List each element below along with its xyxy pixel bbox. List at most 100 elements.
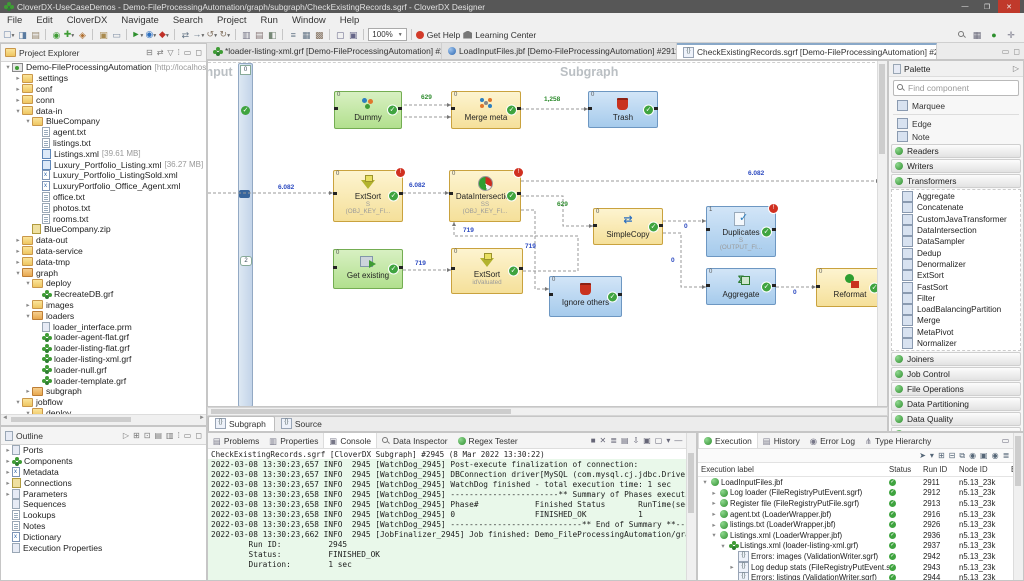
tree-expand-icon[interactable]: ▸ (26, 388, 30, 396)
outline-item[interactable]: Lookups (1, 510, 206, 521)
palette-item-extsort[interactable]: ExtSort (892, 270, 1020, 282)
fit-icon[interactable]: ▣ (349, 29, 358, 40)
project-explorer-item[interactable]: loader-listing-flat.grf (1, 343, 206, 354)
connect-icon[interactable]: ⇄ (181, 29, 190, 40)
project-explorer-item[interactable]: ▸data-service (1, 246, 206, 257)
tree-expand-icon[interactable]: ▸ (16, 85, 20, 93)
tree-expand-icon[interactable]: ▾ (6, 64, 10, 72)
view-tab-type-hierarchy[interactable]: ⋔Type Hierarchy (860, 433, 936, 448)
palette-item-aggregate[interactable]: Aggregate (892, 191, 1020, 203)
graph-canvas[interactable]: InputSubgraph0✓26.0826.0826291,2586.0826… (207, 60, 888, 407)
execution-row[interactable]: ▾Listings.xml (loader-listing-xml.grf)✓2… (698, 541, 1023, 552)
panel-toolbar-icon[interactable]: ⊞ (133, 431, 140, 440)
distribute-icon[interactable]: ▦ (302, 29, 311, 40)
project-explorer-item[interactable]: ▾data-in (1, 105, 206, 116)
tree-expand-icon[interactable]: ▾ (26, 280, 30, 288)
scroll-thumb[interactable] (211, 409, 511, 414)
tree-expand-icon[interactable]: ▾ (26, 409, 30, 416)
outline-item[interactable]: Execution Properties (1, 542, 206, 553)
palette-search-input[interactable]: Find component (893, 80, 1019, 96)
execution-row[interactable]: {}Errors: listings (ValidationWriter.sgr… (698, 572, 1023, 580)
scroll-thumb[interactable] (1015, 436, 1021, 486)
redo-icon[interactable]: ↻▼ (219, 28, 232, 39)
tree-expand-icon[interactable]: ▾ (16, 269, 20, 277)
new-clover-icon[interactable]: ✚▼ (63, 28, 76, 39)
outline-item[interactable]: Dictionary (1, 531, 206, 542)
project-explorer-item[interactable]: Luxury_Portfolio_Listing.xml[36.27 MB] (1, 159, 206, 170)
tree-expand-icon[interactable]: ▸ (6, 447, 10, 455)
layout-icon[interactable]: ▢ (336, 29, 345, 40)
project-explorer-item[interactable]: ▾Demo-FileProcessingAutomation[http://lo… (1, 62, 206, 73)
tree-expand-icon[interactable]: ▸ (16, 247, 20, 255)
menu-project[interactable]: Project (216, 14, 247, 26)
palette-item-filter[interactable]: Filter (892, 292, 1020, 304)
tree-expand-icon[interactable]: ▾ (721, 542, 725, 550)
panel-toolbar-icon[interactable]: ▭ (183, 431, 192, 440)
execution-vscrollbar[interactable] (1013, 433, 1023, 580)
tree-expand-icon[interactable]: ▸ (6, 458, 10, 466)
undo-icon[interactable]: ↺▼ (206, 28, 219, 39)
execution-toolbar-icon[interactable]: ◉ (969, 451, 977, 460)
column-header[interactable]: Execution label (701, 465, 754, 474)
palette-tool-edge[interactable]: Edge (889, 117, 1023, 130)
tree-expand-icon[interactable]: ▾ (16, 107, 20, 115)
outline-item[interactable]: ▸Components (1, 456, 206, 467)
maximize-button[interactable]: ❐ (983, 3, 991, 11)
canvas-hscrollbar[interactable] (207, 407, 888, 416)
execution-toolbar-icon[interactable]: ▣ (980, 451, 988, 460)
panel-toolbar-icon[interactable]: ◻ (195, 431, 202, 440)
scroll-thumb[interactable] (11, 417, 131, 422)
new-wizard-icon[interactable]: ▢▼ (3, 28, 16, 39)
palette-item-dataintersection[interactable]: DataIntersection (892, 225, 1020, 237)
project-explorer-item[interactable]: ▾loaders (1, 310, 206, 321)
panel-toolbar-icon[interactable]: ⊡ (143, 431, 151, 440)
palette-item-merge[interactable]: Merge (892, 315, 1020, 327)
tree-expand-icon[interactable]: ▸ (712, 489, 716, 497)
profile-icon[interactable]: ◆▼ (158, 28, 170, 39)
run-icon[interactable]: ►▼ (131, 28, 145, 39)
palette-tool-marquee[interactable]: Marquee (889, 99, 1023, 112)
project-explorer-item[interactable]: Listings.xml[39.61 MB] (1, 148, 206, 159)
tree-expand-icon[interactable]: ▾ (712, 532, 716, 540)
view-tab-console[interactable]: ▣Console (323, 433, 378, 448)
project-explorer-item[interactable]: RecreateDB.grf (1, 289, 206, 300)
learning-center-button[interactable]: Learning Center (475, 29, 537, 40)
tree-expand-icon[interactable]: ▸ (6, 490, 10, 498)
save-all-icon[interactable]: ▤ (31, 29, 40, 40)
tree-expand-icon[interactable]: ▾ (16, 399, 20, 407)
project-explorer-item[interactable]: ▾graph (1, 267, 206, 278)
database-icon[interactable]: ◈ (79, 29, 86, 40)
tree-expand-icon[interactable]: ▸ (16, 258, 20, 266)
project-explorer-item[interactable]: ▸data-tmp (1, 256, 206, 267)
project-explorer-item[interactable]: loader-template.grf (1, 375, 206, 386)
scroll-right-arrow-icon[interactable]: ► (199, 415, 205, 421)
project-explorer-item[interactable]: ▸data-out (1, 235, 206, 246)
palette-item-loadbalancingpartition[interactable]: LoadBalancingPartition (892, 304, 1020, 316)
menu-edit[interactable]: Edit (36, 14, 53, 26)
project-explorer-item[interactable]: photos.txt (1, 202, 206, 213)
view-tab-regex-tester[interactable]: Regex Tester (453, 433, 523, 448)
palette-category-job-control[interactable]: Job Control (891, 367, 1021, 382)
tree-expand-icon[interactable]: ▸ (6, 479, 10, 487)
panel-toolbar-icon[interactable]: ⁞ (177, 48, 180, 57)
view-tab-properties[interactable]: ▥Properties (264, 433, 323, 448)
project-explorer-item[interactable]: office.txt (1, 191, 206, 203)
view-tab-data-inspector[interactable]: Data Inspector (377, 433, 452, 448)
outline-item[interactable]: ▸Parameters (1, 488, 206, 499)
get-help-button[interactable]: Get Help (426, 29, 461, 40)
execution-row[interactable]: ▸{}Log dedup stats (FileRegistryPutEvent… (698, 561, 1023, 573)
column-header[interactable]: Status (889, 465, 912, 474)
execution-toolbar-icon[interactable]: ⧉ (959, 450, 966, 460)
quick-access-icon[interactable]: ✛ (1007, 29, 1015, 40)
project-explorer-item[interactable]: loader-null.grf (1, 364, 206, 375)
editor-tab-2[interactable]: LoadInputFiles.jbf [Demo-FileProcessingA… (442, 43, 677, 59)
paste-icon[interactable]: ◧ (268, 29, 277, 40)
project-explorer-item[interactable]: loader-agent-flat.grf (1, 332, 206, 343)
palette-item-metapivot[interactable]: MetaPivot (892, 326, 1020, 338)
project-explorer-item[interactable]: agent.txt (1, 127, 206, 138)
tree-expand-icon[interactable]: ▸ (16, 237, 20, 245)
